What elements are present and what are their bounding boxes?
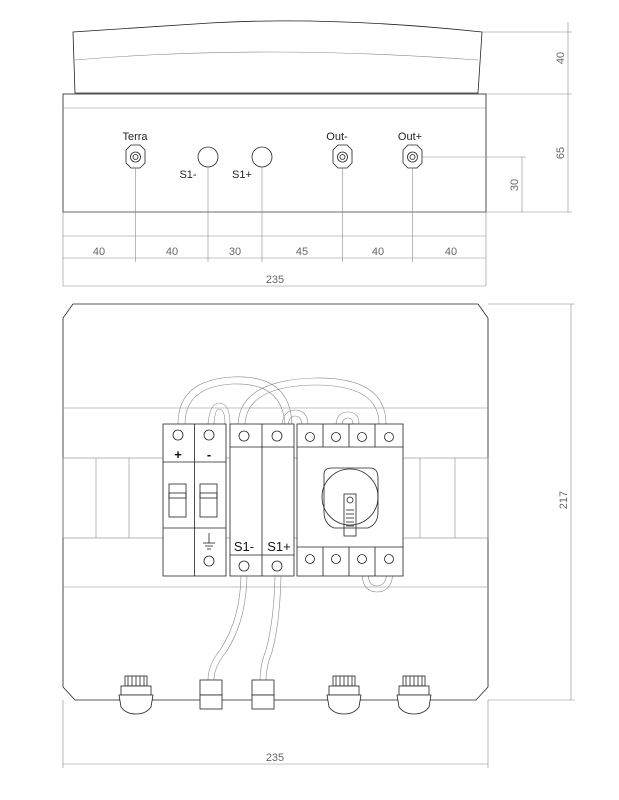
dim-lid-height: 40 xyxy=(555,52,567,64)
dim-front-height: 217 xyxy=(558,491,570,509)
breaker-lever[interactable] xyxy=(199,483,218,518)
disconnect-switch-knob[interactable] xyxy=(321,467,379,537)
lid-outline xyxy=(72,20,483,94)
gland-terra xyxy=(125,144,146,169)
label-s1-plus: S1+ xyxy=(232,169,252,181)
fuse-label-s1-plus: S1+ xyxy=(267,539,291,554)
lid-curve xyxy=(74,51,479,61)
enclosure-outline xyxy=(62,303,489,701)
label-out-plus: Out+ xyxy=(398,131,422,143)
terminal-screw xyxy=(271,560,283,572)
breaker-lever[interactable] xyxy=(168,483,187,518)
dim-spacing-2: 40 xyxy=(166,246,178,258)
terminal-screw xyxy=(271,430,283,442)
terminal-screw xyxy=(203,555,215,567)
cable-gland-out-minus xyxy=(326,675,362,715)
fuse-holders: S1- S1+ xyxy=(229,423,295,577)
front-view: + - S1- S1+ xyxy=(62,303,575,768)
label-s1-minus: S1- xyxy=(179,169,196,181)
ground-icon xyxy=(203,533,215,550)
cable-gland-out-plus xyxy=(396,675,432,715)
terminal-screw xyxy=(172,429,184,441)
dim-spacing-5: 40 xyxy=(372,246,384,258)
gland-s1-plus xyxy=(251,146,273,168)
terminal-screw xyxy=(331,432,341,442)
cable-gland-s1-plus xyxy=(251,679,275,710)
dim-total-width-top: 235 xyxy=(266,274,284,286)
terminal-screw xyxy=(384,554,394,564)
terminal-screw xyxy=(384,432,394,442)
gland-out-plus xyxy=(402,144,423,169)
breaker-label-plus: + xyxy=(174,447,182,462)
terminal-screw xyxy=(238,430,250,442)
fuse-label-s1-minus: S1- xyxy=(234,539,254,554)
dim-spacing-3: 30 xyxy=(229,246,241,258)
breaker-dc: + - xyxy=(162,423,227,577)
terminal-screw xyxy=(357,432,367,442)
dim-box-height: 65 xyxy=(555,147,567,159)
dim-total-width-front: 235 xyxy=(266,752,284,764)
dim-spacing-4: 45 xyxy=(296,246,308,258)
terminal-screw xyxy=(357,554,367,564)
breaker-label-minus: - xyxy=(207,447,211,462)
terminal-screw xyxy=(305,554,315,564)
top-view: Terra S1- S1+ Out- Out+ 40 40 30 45 40 4… xyxy=(62,20,572,287)
disconnect-switch xyxy=(296,423,404,577)
dim-spacing-1: 40 xyxy=(93,246,105,258)
cable-gland-terra xyxy=(118,675,154,715)
terminal-screw xyxy=(238,560,250,572)
terminal-screw xyxy=(203,429,215,441)
gland-s1-minus xyxy=(197,146,219,168)
gland-out-minus xyxy=(332,144,353,169)
dim-spacing-6: 40 xyxy=(445,246,457,258)
label-out-minus: Out- xyxy=(326,131,348,143)
dim-gland-height: 30 xyxy=(509,179,521,191)
cable-gland-s1-minus xyxy=(199,679,223,710)
terminal-screw xyxy=(331,554,341,564)
label-terra: Terra xyxy=(122,131,148,143)
terminal-screw xyxy=(305,432,315,442)
